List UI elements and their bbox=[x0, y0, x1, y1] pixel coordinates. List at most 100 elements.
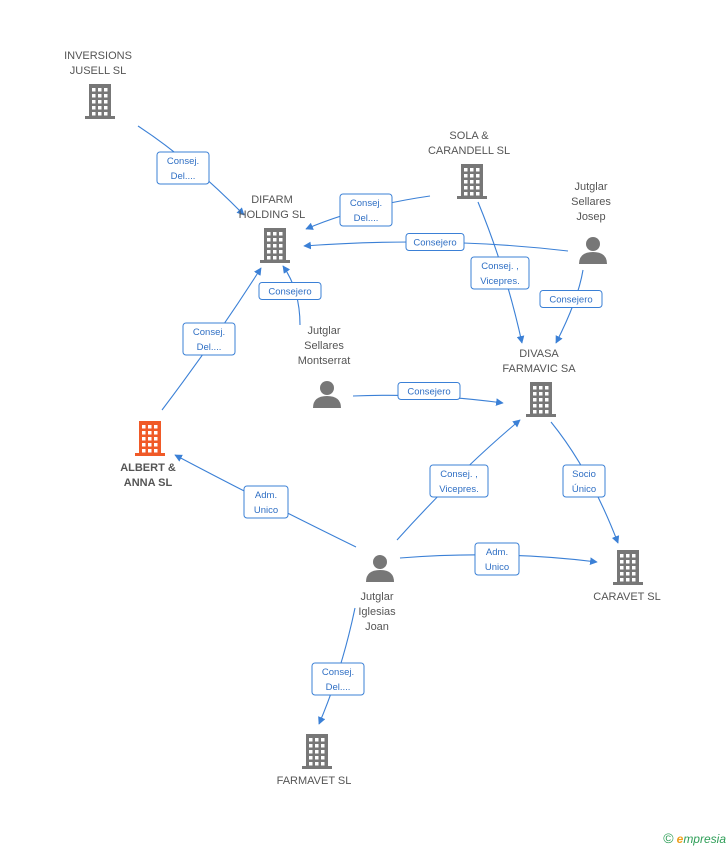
relationship-label[interactable]: Adm.Unico bbox=[474, 542, 520, 576]
relationship-label[interactable]: Consej.Del.... bbox=[311, 662, 365, 696]
relationship-label-text: Adm. bbox=[486, 547, 508, 558]
building-icon bbox=[526, 382, 556, 417]
person-body bbox=[313, 396, 341, 408]
building-base bbox=[302, 766, 332, 769]
building-window bbox=[620, 566, 624, 570]
relationship-label[interactable]: Consejero bbox=[539, 290, 603, 308]
relationship-label[interactable]: Consejero bbox=[258, 282, 322, 300]
relationship-label-box bbox=[562, 464, 606, 498]
building-window bbox=[154, 431, 158, 435]
node-label: DIFARM bbox=[251, 194, 293, 206]
relationship-label[interactable]: Consej. ,Vicepres. bbox=[470, 256, 530, 290]
relationship-label-text: Del.... bbox=[326, 682, 351, 693]
node-label: HOLDING SL bbox=[239, 209, 306, 221]
building-window bbox=[464, 192, 468, 196]
person-icon bbox=[313, 381, 341, 408]
person-icon bbox=[366, 555, 394, 582]
relationship-label[interactable]: Consejero bbox=[397, 382, 461, 400]
relationship-label-box bbox=[156, 151, 210, 185]
building-window bbox=[98, 100, 102, 104]
building-window bbox=[464, 180, 468, 184]
relationship-label-box bbox=[339, 193, 393, 227]
building-window bbox=[315, 750, 319, 754]
node-difarm[interactable]: DIFARM HOLDING SL bbox=[239, 194, 306, 263]
relationship-label[interactable]: Consej.Del.... bbox=[339, 193, 393, 227]
building-window bbox=[545, 404, 549, 408]
building-window bbox=[626, 566, 630, 570]
relationship-label-text: Consej. , bbox=[481, 261, 519, 272]
building-window bbox=[148, 449, 152, 453]
building-window bbox=[315, 738, 319, 742]
relationship-label[interactable]: Adm.Unico bbox=[243, 485, 289, 519]
node-caravet[interactable]: CARAVET SL bbox=[593, 550, 661, 603]
person-body bbox=[579, 252, 607, 264]
building-window bbox=[279, 250, 283, 254]
relationship-label-text: Socio bbox=[572, 469, 596, 480]
node-label: SOLA & bbox=[449, 130, 489, 142]
building-window bbox=[626, 554, 630, 558]
building-window bbox=[92, 100, 96, 104]
building-window bbox=[279, 232, 283, 236]
person-head bbox=[586, 237, 600, 251]
building-window bbox=[92, 88, 96, 92]
relationship-label-text: Único bbox=[572, 484, 596, 495]
building-window bbox=[142, 437, 146, 441]
node-albert[interactable]: ALBERT &ANNA SL bbox=[120, 421, 176, 489]
building-window bbox=[142, 431, 146, 435]
building-icon bbox=[613, 550, 643, 585]
building-window bbox=[620, 560, 624, 564]
building-window bbox=[148, 443, 152, 447]
relationship-label[interactable]: Consej.Del.... bbox=[156, 151, 210, 185]
building-window bbox=[539, 410, 543, 414]
building-window bbox=[321, 738, 325, 742]
relationship-label-text: Consejero bbox=[268, 287, 311, 298]
building-window bbox=[98, 88, 102, 92]
building-window bbox=[92, 106, 96, 110]
relationship-label-text: Del.... bbox=[197, 342, 222, 353]
building-window bbox=[104, 112, 108, 116]
relationship-label-box bbox=[397, 382, 461, 400]
building-window bbox=[626, 560, 630, 564]
node-label: Joan bbox=[365, 621, 389, 633]
building-window bbox=[279, 238, 283, 242]
node-label: ANNA SL bbox=[124, 477, 173, 489]
relationship-label-box bbox=[405, 233, 465, 251]
node-label: Jutglar bbox=[360, 591, 393, 603]
copyright-icon: © bbox=[663, 830, 674, 846]
building-window bbox=[148, 425, 152, 429]
building-base bbox=[457, 196, 487, 199]
relationship-label[interactable]: Consejero bbox=[405, 233, 465, 251]
relationship-label[interactable]: Consej. ,Vicepres. bbox=[429, 464, 489, 498]
node-farmavet[interactable]: FARMAVET SL bbox=[277, 734, 352, 787]
building-window bbox=[476, 174, 480, 178]
relationship-label-box bbox=[311, 662, 365, 696]
building-window bbox=[273, 238, 277, 242]
building-window bbox=[154, 425, 158, 429]
building-window bbox=[470, 168, 474, 172]
building-window bbox=[142, 449, 146, 453]
relationship-label[interactable]: Consej.Del.... bbox=[182, 322, 236, 356]
building-window bbox=[142, 425, 146, 429]
relationship-label-text: Consejero bbox=[549, 295, 592, 306]
building-window bbox=[620, 578, 624, 582]
building-window bbox=[620, 554, 624, 558]
building-icon bbox=[135, 421, 165, 456]
building-window bbox=[632, 578, 636, 582]
building-window bbox=[539, 398, 543, 402]
building-window bbox=[464, 168, 468, 172]
relationship-label-text: Adm. bbox=[255, 490, 277, 501]
building-window bbox=[632, 560, 636, 564]
building-window bbox=[539, 386, 543, 390]
relationship-label-box bbox=[474, 542, 520, 576]
node-sola[interactable]: SOLA &CARANDELL SL bbox=[428, 130, 510, 199]
building-window bbox=[321, 750, 325, 754]
building-window bbox=[154, 449, 158, 453]
building-window bbox=[533, 392, 537, 396]
building-window bbox=[632, 572, 636, 576]
